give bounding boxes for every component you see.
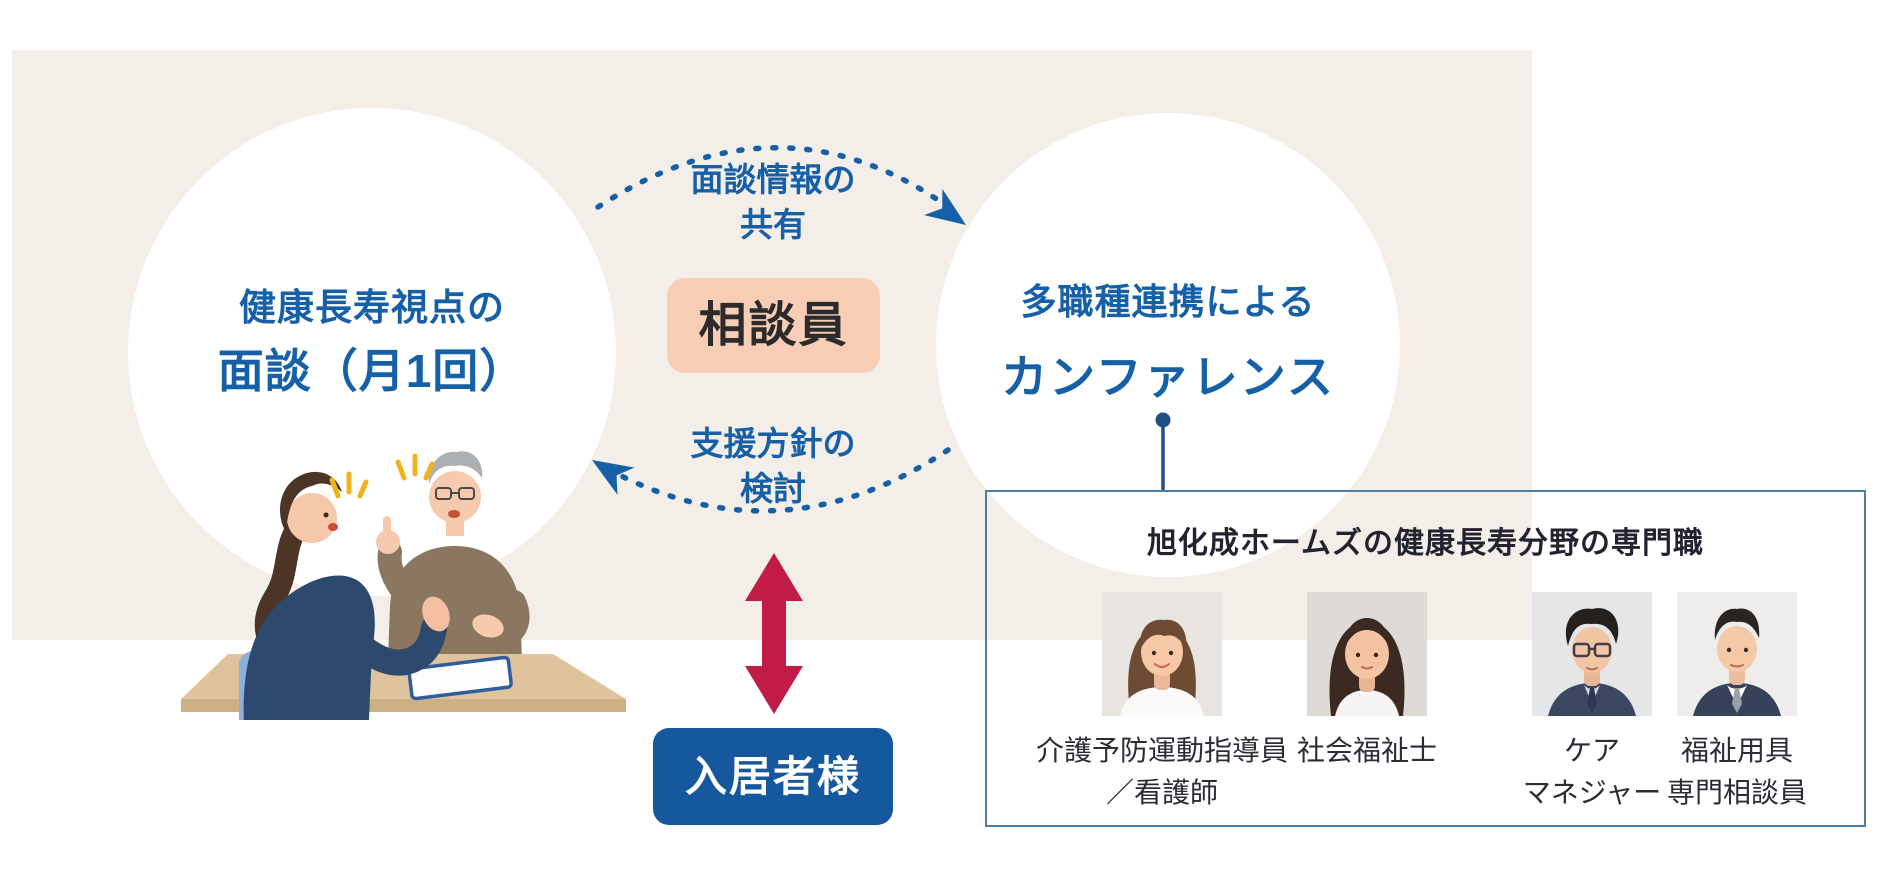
info-sharing-label: 面談情報の 共有 — [633, 157, 913, 247]
male-equipment-consultant-photo — [1677, 592, 1797, 716]
specialist-member: 福祉用具 専門相談員 — [1627, 592, 1847, 814]
support-policy-line2: 検討 — [740, 470, 806, 507]
member-role-line1: 介護予防運動指導員 — [1035, 735, 1288, 766]
member-role-line1: ケア — [1563, 735, 1620, 766]
conference-label-line2: カンファレンス — [1001, 351, 1335, 403]
support-policy-label: 支援方針の 検討 — [633, 421, 913, 511]
interview-circle — [128, 108, 616, 596]
info-sharing-line2: 共有 — [740, 206, 806, 243]
female-social-worker-photo — [1307, 592, 1427, 716]
conference-label-line1: 多職種連携による — [1020, 281, 1316, 322]
specialist-panel-title: 旭化成ホームズの健康長寿分野の専門職 — [1146, 527, 1705, 560]
conference-circle — [936, 113, 1400, 577]
interview-label-line2: 面談（月1回） — [217, 345, 527, 397]
member-role-line2: ／看護師 — [1105, 777, 1218, 808]
specialist-panel: 旭化成ホームズの健康長寿分野の専門職 介護予防運動指導員 ／看護師 — [985, 490, 1866, 827]
table — [181, 654, 626, 712]
chair — [239, 651, 343, 720]
specialist-member: 社会福祉士 — [1247, 592, 1487, 772]
male-care-manager-photo — [1532, 592, 1652, 716]
female-care-prevention-instructor-photo — [1102, 592, 1222, 716]
consultant-box: 相談員 — [667, 278, 880, 373]
specialist-member: ケア マネジャー — [1482, 592, 1702, 814]
interview-label-line1: 健康長寿視点の — [239, 287, 505, 328]
support-policy-line1: 支援方針の — [690, 425, 856, 462]
tablet-on-table — [407, 655, 513, 701]
specialist-member: 介護予防運動指導員 ／看護師 — [1012, 592, 1312, 814]
member-role-line2: マネジャー — [1522, 777, 1662, 808]
conference-circle-label: 多職種連携による カンファレンス — [936, 281, 1400, 405]
interview-circle-label: 健康長寿視点の 面談（月1回） — [128, 286, 616, 398]
member-role-line1: 福祉用具 — [1680, 735, 1793, 766]
resident-box: 入居者様 — [653, 728, 893, 825]
info-sharing-line1: 面談情報の — [690, 161, 856, 198]
member-role-line2: 専門相談員 — [1666, 777, 1807, 808]
member-role-line1: 社会福祉士 — [1296, 735, 1437, 766]
